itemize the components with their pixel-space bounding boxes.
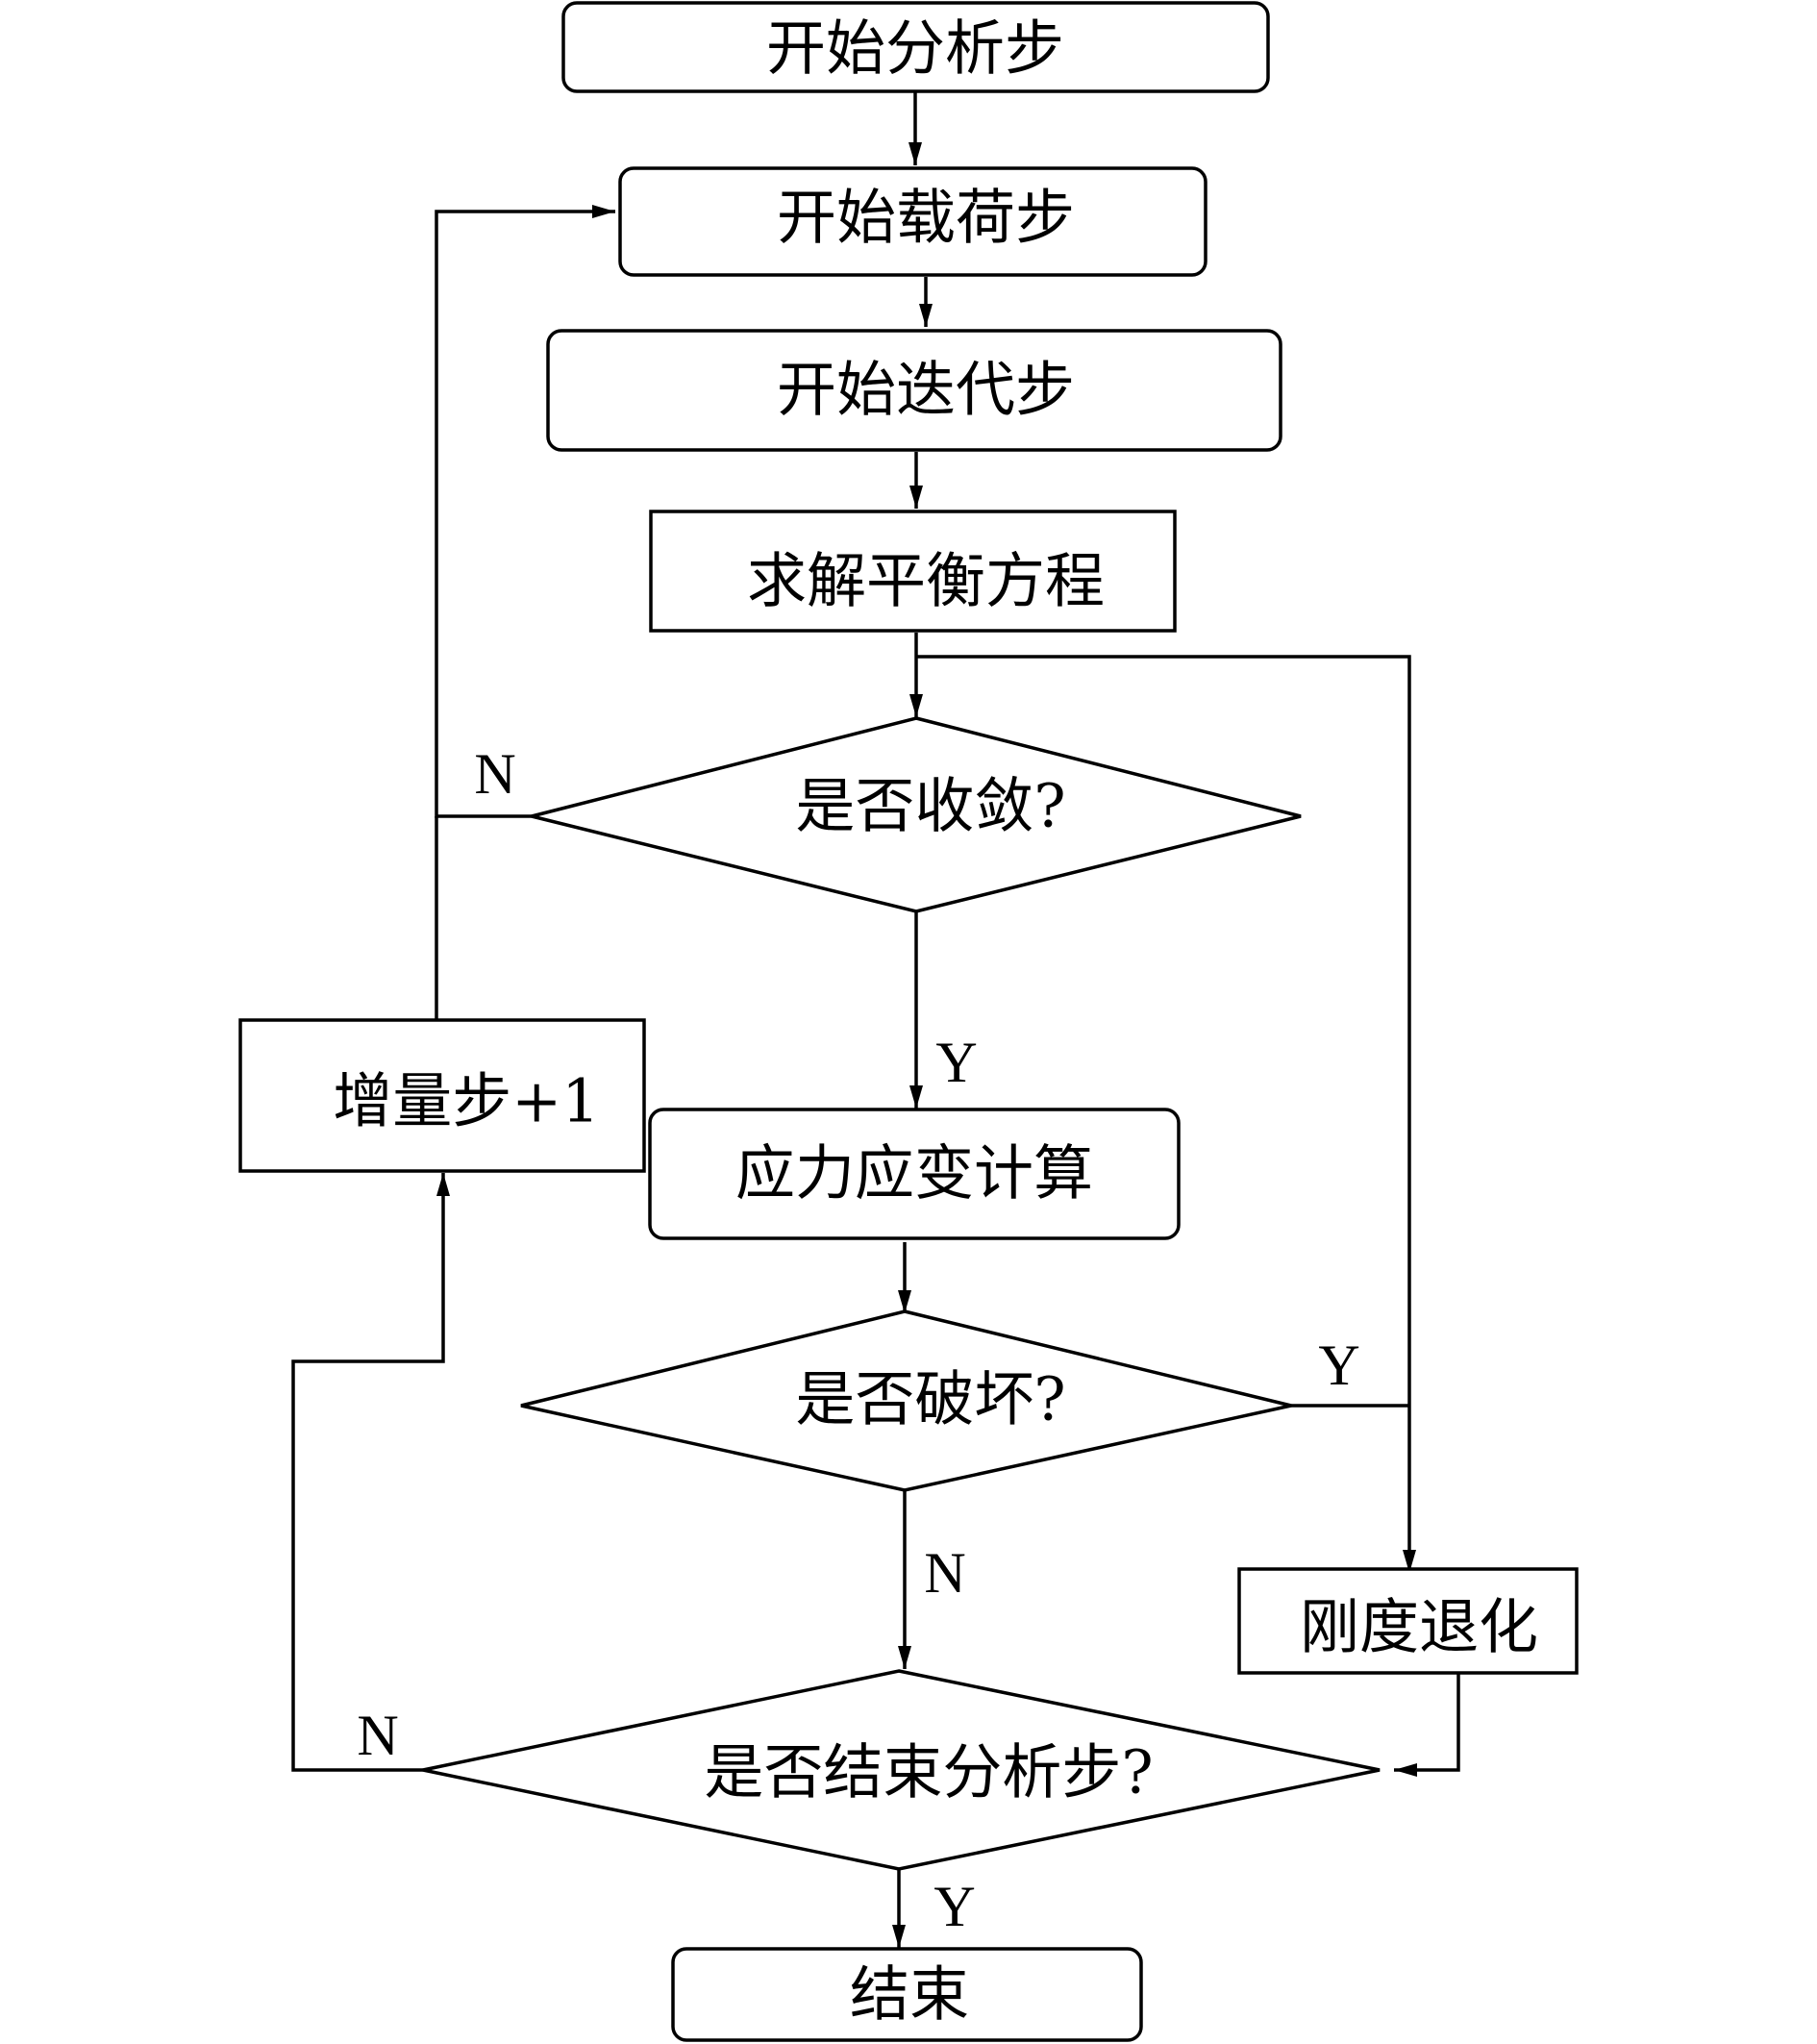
edge-solve-to-stiffness-degradation <box>916 655 1416 1573</box>
node-stress-strain: 应力应变计算 <box>648 1108 1181 1240</box>
label-converged-no: N <box>474 742 515 806</box>
edge-end-analysis-no-to-increment <box>291 1173 450 1772</box>
start-analysis-label: 开始分析步 <box>766 13 1064 84</box>
node-start-load: 开始载荷步 <box>618 166 1207 277</box>
end-label: 结束 <box>850 1959 969 2030</box>
node-failure: 是否破坏? <box>520 1309 1292 1492</box>
stress-strain-label: 应力应变计算 <box>735 1138 1093 1209</box>
label-converged-yes: Y <box>935 1031 977 1094</box>
solve-equilibrium-label: 求解平衡方程 <box>747 546 1105 616</box>
node-start-analysis: 开始分析步 <box>561 1 1270 93</box>
node-stiffness-degradation: 刚度退化 <box>1237 1567 1579 1675</box>
end-analysis-question-label: 是否结束分析步? <box>704 1737 1153 1807</box>
node-end: 结束 <box>671 1947 1143 2042</box>
connectors <box>291 92 1460 1948</box>
label-failure-no: N <box>924 1541 965 1605</box>
node-solve-equilibrium: 求解平衡方程 <box>649 510 1177 633</box>
node-start-iteration: 开始迭代步 <box>546 329 1282 452</box>
node-end-analysis-question: 是否结束分析步? <box>422 1669 1381 1871</box>
increment-label: 增量步+1 <box>333 1066 599 1136</box>
node-converged: 是否收敛? <box>531 716 1302 913</box>
label-failure-yes: Y <box>1318 1334 1359 1397</box>
label-end-analysis-yes: Y <box>933 1875 975 1938</box>
failure-label: 是否破坏? <box>795 1364 1065 1434</box>
start-iteration-label: 开始迭代步 <box>777 355 1075 425</box>
edge-converged-no-to-start-load <box>435 205 615 818</box>
label-end-analysis-no: N <box>357 1704 398 1767</box>
edge-labels: N Y Y N N Y <box>357 742 1359 1938</box>
stiffness-degradation-label: 刚度退化 <box>1300 1592 1538 1662</box>
converged-label: 是否收敛? <box>795 771 1065 841</box>
edge-stiffness-degradation-to-end-analysis-q <box>1394 1673 1460 1777</box>
node-increment: 增量步+1 <box>238 1018 646 1173</box>
start-load-label: 开始载荷步 <box>777 183 1075 253</box>
